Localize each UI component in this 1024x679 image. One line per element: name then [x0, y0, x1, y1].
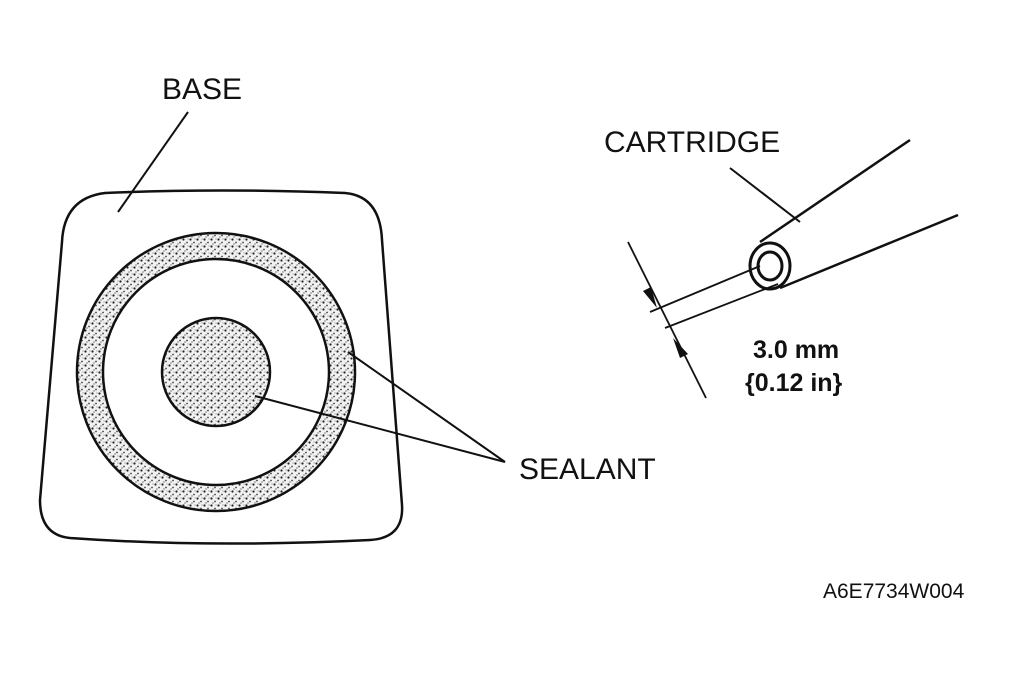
dimension-extension-line-upper	[649, 265, 761, 313]
dimension-mm-text: 3.0 mm	[753, 336, 839, 364]
cartridge-nozzle-inner	[756, 250, 784, 282]
sealant-ring-inner-edge	[101, 257, 331, 487]
sealant-label: SEALANT	[519, 453, 656, 486]
base-label: BASE	[162, 73, 242, 106]
cartridge-body-upper-line	[759, 138, 911, 244]
figure-code: A6E7734W004	[823, 580, 965, 603]
dimension-line	[627, 241, 707, 399]
cartridge-label: CARTRIDGE	[604, 126, 780, 159]
cartridge-leader-line	[729, 167, 801, 223]
sealant-leader-line-dot	[254, 395, 506, 463]
sealant-ring	[77, 233, 355, 511]
cartridge-body-lower-line	[779, 213, 959, 290]
dimension-extension-line-lower	[664, 283, 779, 329]
sealant-center-dot	[160, 316, 272, 428]
dimension-arrow-upper	[643, 287, 657, 308]
dimension-in-text: {0.12 in}	[745, 369, 843, 397]
sealant-leader-line-ring	[347, 351, 506, 463]
dimension-arrow-lower	[673, 338, 688, 358]
base-leader-line	[117, 111, 189, 213]
sealant-ring-outer-edge	[75, 231, 357, 513]
base-outline	[38, 189, 404, 545]
